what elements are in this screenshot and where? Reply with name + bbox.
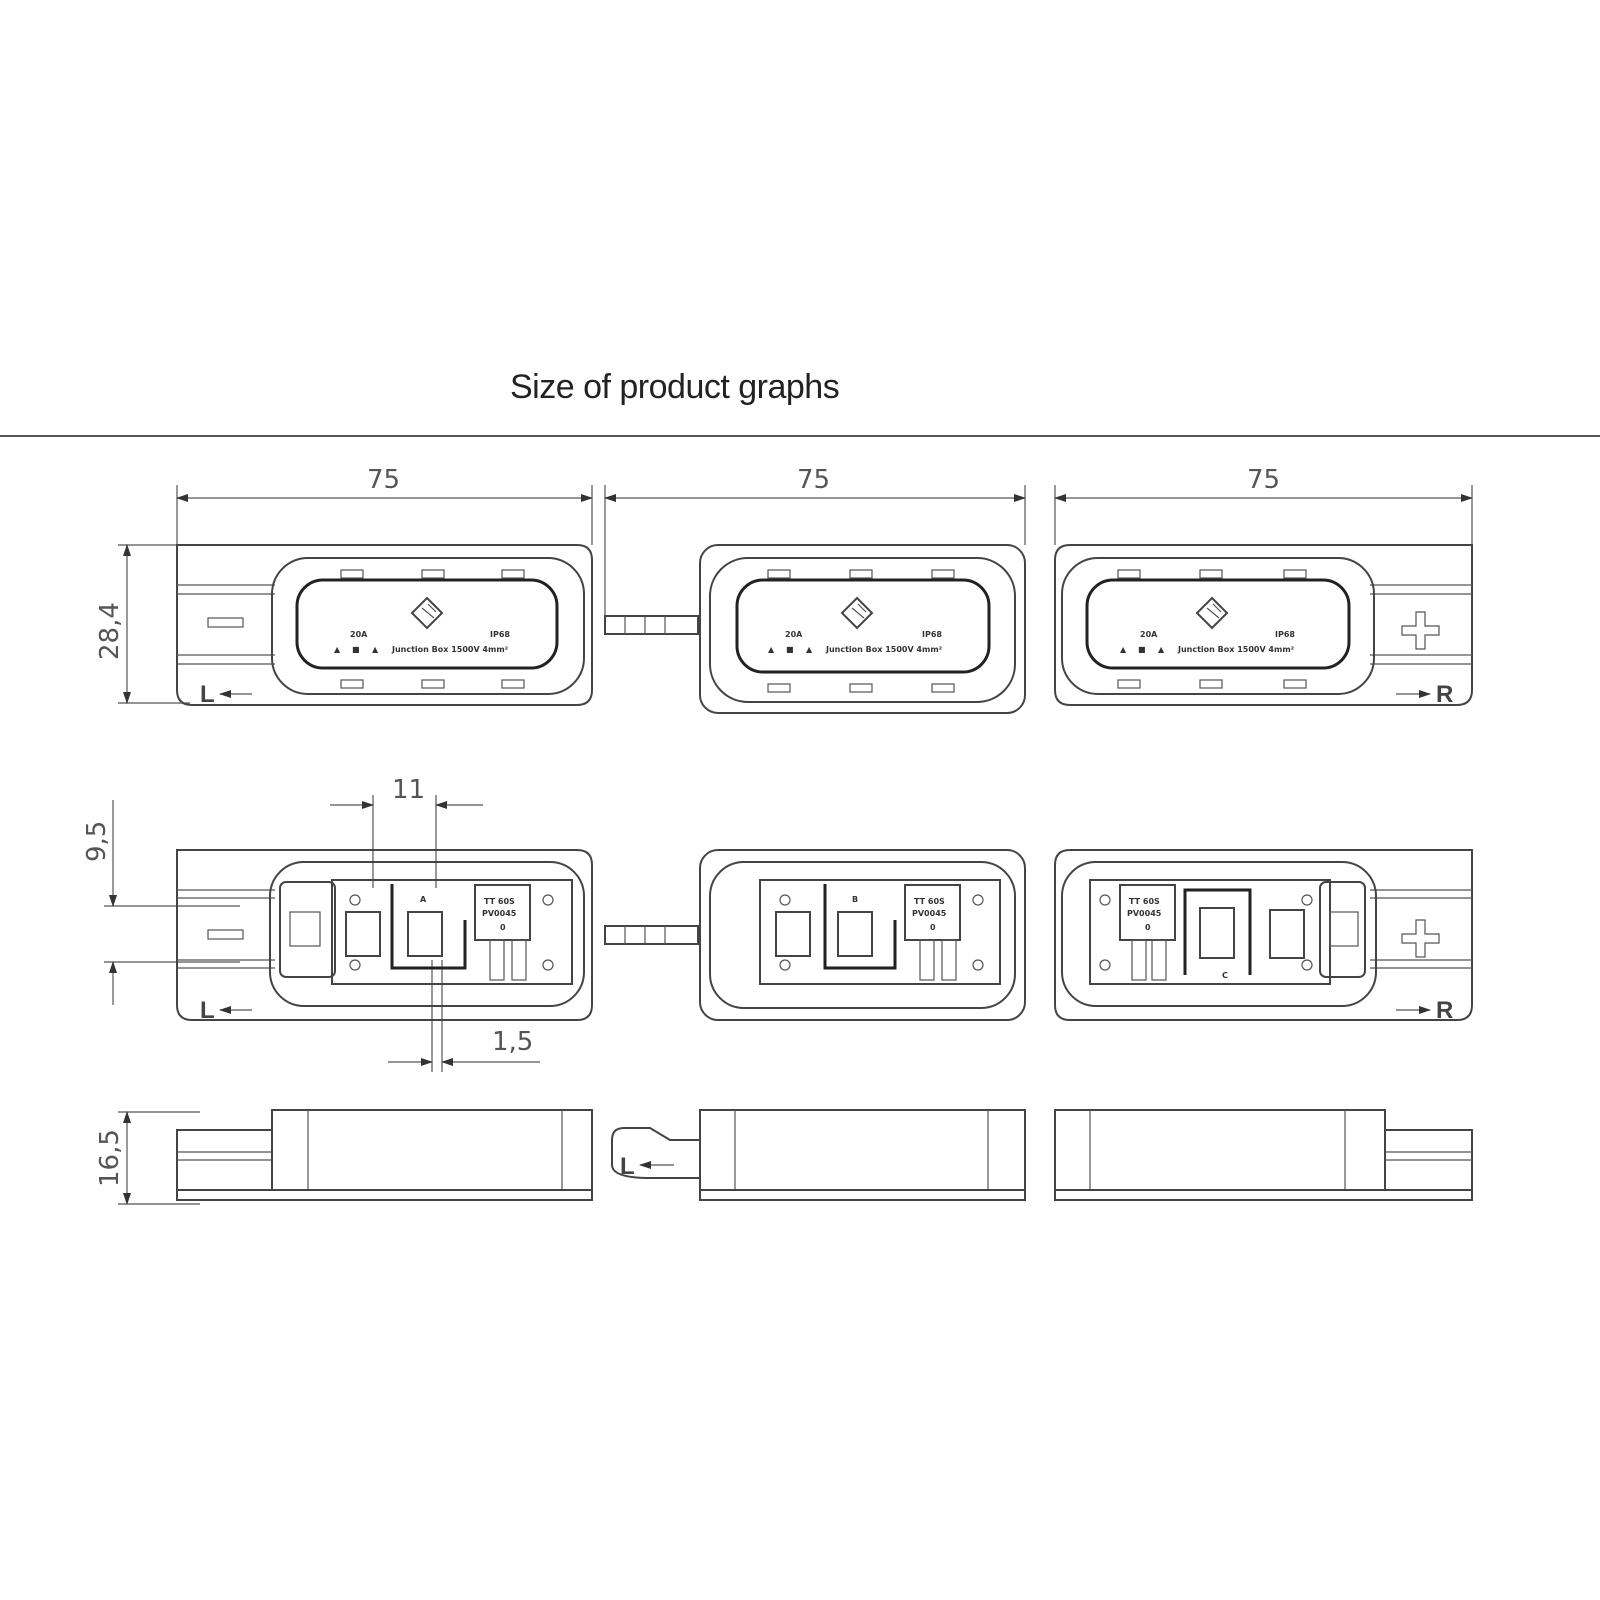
diode-label-line3: 0 [1145,923,1151,932]
diode-label-line3: 0 [500,923,506,932]
height-dimension: 28,4 [95,544,190,704]
top-view-middle-box: 20A IP68 ▲ ■ ▲ Junction Box 1500V 4mm² [699,544,1026,714]
width-dimensions: 75 75 75 [176,465,1473,620]
rating-right-label: IP68 [1275,630,1295,639]
dimension-width-right: 75 [1247,465,1280,495]
dimension-height-top: 28,4 [95,602,125,660]
direction-label-left: L [200,681,215,708]
ce-mark-icon: ■ [786,645,794,654]
internal-connector [604,925,699,945]
direction-label-left: L [200,997,215,1024]
diode-label-line2: PV0045 [912,909,947,918]
diode-label-line2: PV0045 [1127,909,1162,918]
internal-view-left-box: A TT 60S PV0045 0 L [176,849,593,1024]
diode-letter: B [852,895,858,904]
thickness-dimension: 1,5 [388,960,540,1072]
rating-left-label: 20A [1140,630,1158,639]
diode-label-line1: TT 60S [484,897,515,906]
label-row: Junction Box 1500V 4mm² [1177,645,1295,654]
direction-label-right: R [1436,681,1453,708]
internal-view-right-box: TT 60S PV0045 0 C R [1054,849,1473,1024]
dimension-spacing: 11 [392,775,425,805]
minus-sign-icon [207,929,244,940]
side-height-dimension: 16,5 [95,1111,200,1205]
warning-triangle-icon: ▲ [1158,645,1165,654]
side-view-middle-box: L [611,1109,1026,1201]
diode-label-line3: 0 [930,923,936,932]
plus-sign-icon [1401,611,1440,650]
dimension-gap: 9,5 [82,821,112,862]
rating-left-label: 20A [350,630,368,639]
dimension-thickness: 1,5 [492,1027,533,1057]
side-view-right-box [1054,1109,1473,1201]
dimension-side-height: 16,5 [95,1129,125,1187]
brand-logo-icon [410,596,444,630]
minus-sign-icon [207,617,244,628]
direction-label-right: R [1436,997,1453,1024]
rating-right-label: IP68 [490,630,510,639]
dimension-width-middle: 75 [797,465,830,495]
top-connector [604,615,699,635]
label-row: Junction Box 1500V 4mm² [825,645,943,654]
top-view-right-box: 20A IP68 ▲ ■ ▲ Junction Box 1500V 4mm² R [1054,544,1473,708]
top-view-left-box: 20A IP68 ▲ ■ ▲ Junction Box 1500V 4mm² L [176,544,593,708]
ce-mark-icon: ■ [352,645,360,654]
warning-triangle-icon: ▲ [334,645,341,654]
diode-letter: C [1222,971,1228,980]
label-row: Junction Box 1500V 4mm² [391,645,509,654]
diode-letter: A [420,895,427,904]
diode-label-line1: TT 60S [1129,897,1160,906]
dimension-width-left: 75 [367,465,400,495]
diode-label-line2: PV0045 [482,909,517,918]
plus-sign-icon [1401,919,1440,958]
side-view-left-box [176,1109,593,1201]
internal-view-middle-box: B TT 60S PV0045 0 [699,849,1026,1021]
warning-triangle-icon: ▲ [372,645,379,654]
warning-triangle-icon: ▲ [768,645,775,654]
brand-logo-icon [840,596,874,630]
title-divider [0,435,1600,437]
spacing-dimension: 11 [330,775,483,888]
gap-dimension: 9,5 [82,800,240,1005]
rating-left-label: 20A [785,630,803,639]
rating-right-label: IP68 [922,630,942,639]
warning-triangle-icon: ▲ [1120,645,1127,654]
warning-triangle-icon: ▲ [806,645,813,654]
direction-label-left: L [620,1153,635,1180]
brand-logo-icon [1195,596,1229,630]
ce-mark-icon: ■ [1138,645,1146,654]
page-title: Size of product graphs [510,368,840,406]
diode-label-line1: TT 60S [914,897,945,906]
